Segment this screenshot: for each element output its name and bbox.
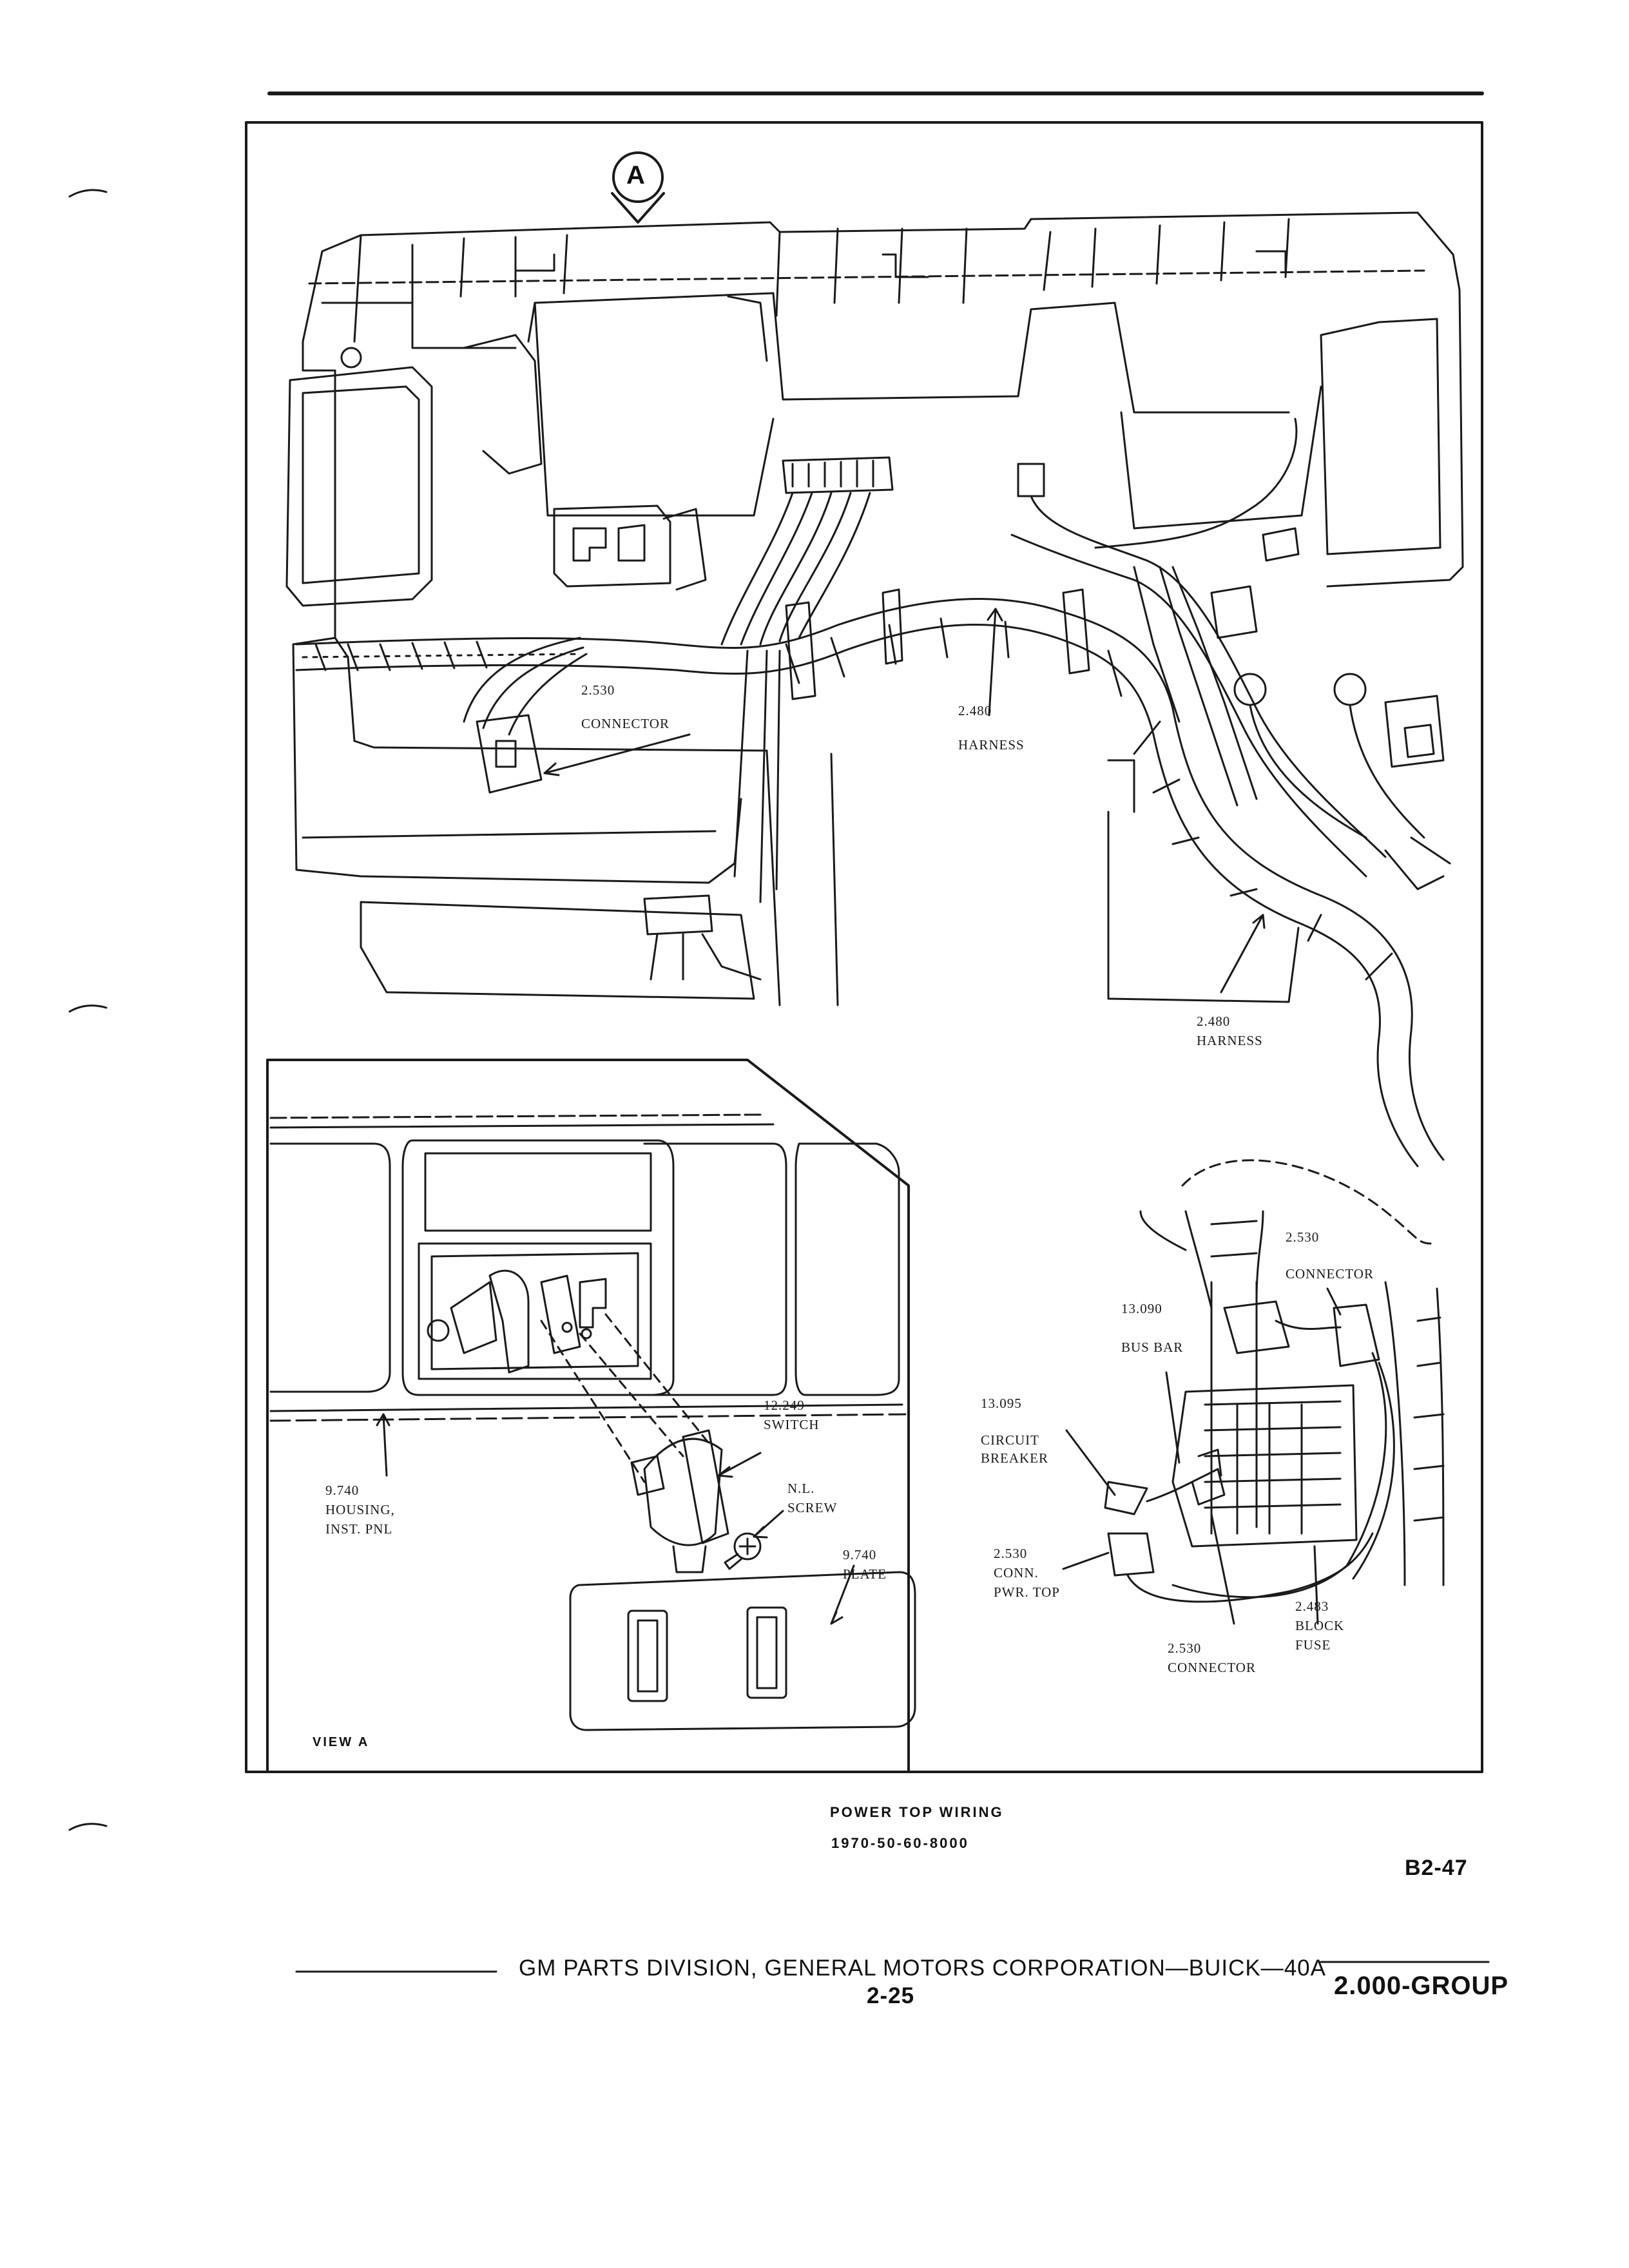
label-harness-2480-top-num: 2.480: [958, 703, 992, 718]
label-switch-name: SWITCH: [764, 1417, 820, 1432]
label-housing-name-1: HOUSING,: [325, 1502, 395, 1517]
footer-company: GM PARTS DIVISION, GENERAL MOTORS CORPOR…: [519, 1956, 1326, 1981]
screw: [724, 1532, 762, 1570]
label-screw-num: N.L.: [787, 1481, 815, 1496]
main-wiring-harness: [295, 418, 1451, 1168]
leader-lines-top: [543, 608, 1266, 994]
label-conn-pwr-top-name-1: CONN.: [994, 1565, 1039, 1581]
top-switch-assembly: [553, 505, 707, 591]
label-bus-bar-name: BUS BAR: [1121, 1340, 1184, 1355]
label-fuse-block-name-2: FUSE: [1295, 1637, 1331, 1653]
label-housing-name-2: INST. PNL: [325, 1521, 393, 1537]
relay-box: [285, 347, 433, 607]
label-circuit-breaker-num: 13.095: [981, 1396, 1022, 1411]
footer-page-number: 2-25: [867, 1983, 915, 2008]
label-fuse-block-num: 2.483: [1295, 1599, 1329, 1614]
fuse-block-detail: [1104, 1159, 1445, 1603]
label-bus-bar-num: 13.090: [1121, 1301, 1162, 1316]
instrument-panel-housing: [292, 211, 1464, 1006]
label-harness-2480-right-num: 2.480: [1197, 1014, 1231, 1029]
label-circuit-breaker-name-1: CIRCUIT: [981, 1432, 1039, 1448]
label-connector-2530-top-name: CONNECTOR: [581, 716, 670, 731]
label-view-a: VIEW A: [313, 1735, 370, 1749]
view-a-detail: [269, 1113, 916, 1731]
label-plate-name: PLATE: [843, 1566, 887, 1582]
label-connector-2530-right-name: CONNECTOR: [1286, 1266, 1374, 1282]
label-connector-2530-right-num: 2.530: [1286, 1229, 1320, 1245]
label-fuse-block-name-1: BLOCK: [1295, 1618, 1345, 1633]
margin-marks: [68, 189, 108, 1831]
caption-code: 1970-50-60-8000: [831, 1835, 969, 1851]
label-connector-2530-top-num: 2.530: [581, 682, 615, 698]
view-marker-arrow: [611, 151, 665, 224]
label-switch-num: 12.249: [764, 1398, 805, 1413]
label-harness-2480-top-name: HARNESS: [958, 737, 1025, 753]
label-connector-2530-bottom-num: 2.530: [1168, 1640, 1202, 1656]
label-housing-num: 9.740: [325, 1483, 360, 1498]
label-harness-2480-right-name: HARNESS: [1197, 1033, 1263, 1048]
leader-lines-right: [1062, 1287, 1342, 1625]
figure-frame: [245, 121, 1483, 1773]
label-connector-2530-bottom-name: CONNECTOR: [1168, 1660, 1256, 1675]
footer-group: 2.000-GROUP: [1334, 1972, 1509, 2000]
label-screw-name: SCREW: [787, 1500, 838, 1515]
label-plate-num: 9.740: [843, 1547, 877, 1562]
page-reference: B2-47: [1405, 1856, 1468, 1880]
trim-plate: [569, 1571, 916, 1731]
label-conn-pwr-top-num: 2.530: [994, 1546, 1028, 1561]
caption-title: POWER TOP WIRING: [830, 1804, 1004, 1820]
view-a-inset-border: [266, 1059, 910, 1773]
label-circuit-breaker-name-2: BREAKER: [981, 1450, 1049, 1466]
label-conn-pwr-top-name-2: PWR. TOP: [994, 1584, 1060, 1600]
view-marker-letter: A: [626, 161, 645, 189]
